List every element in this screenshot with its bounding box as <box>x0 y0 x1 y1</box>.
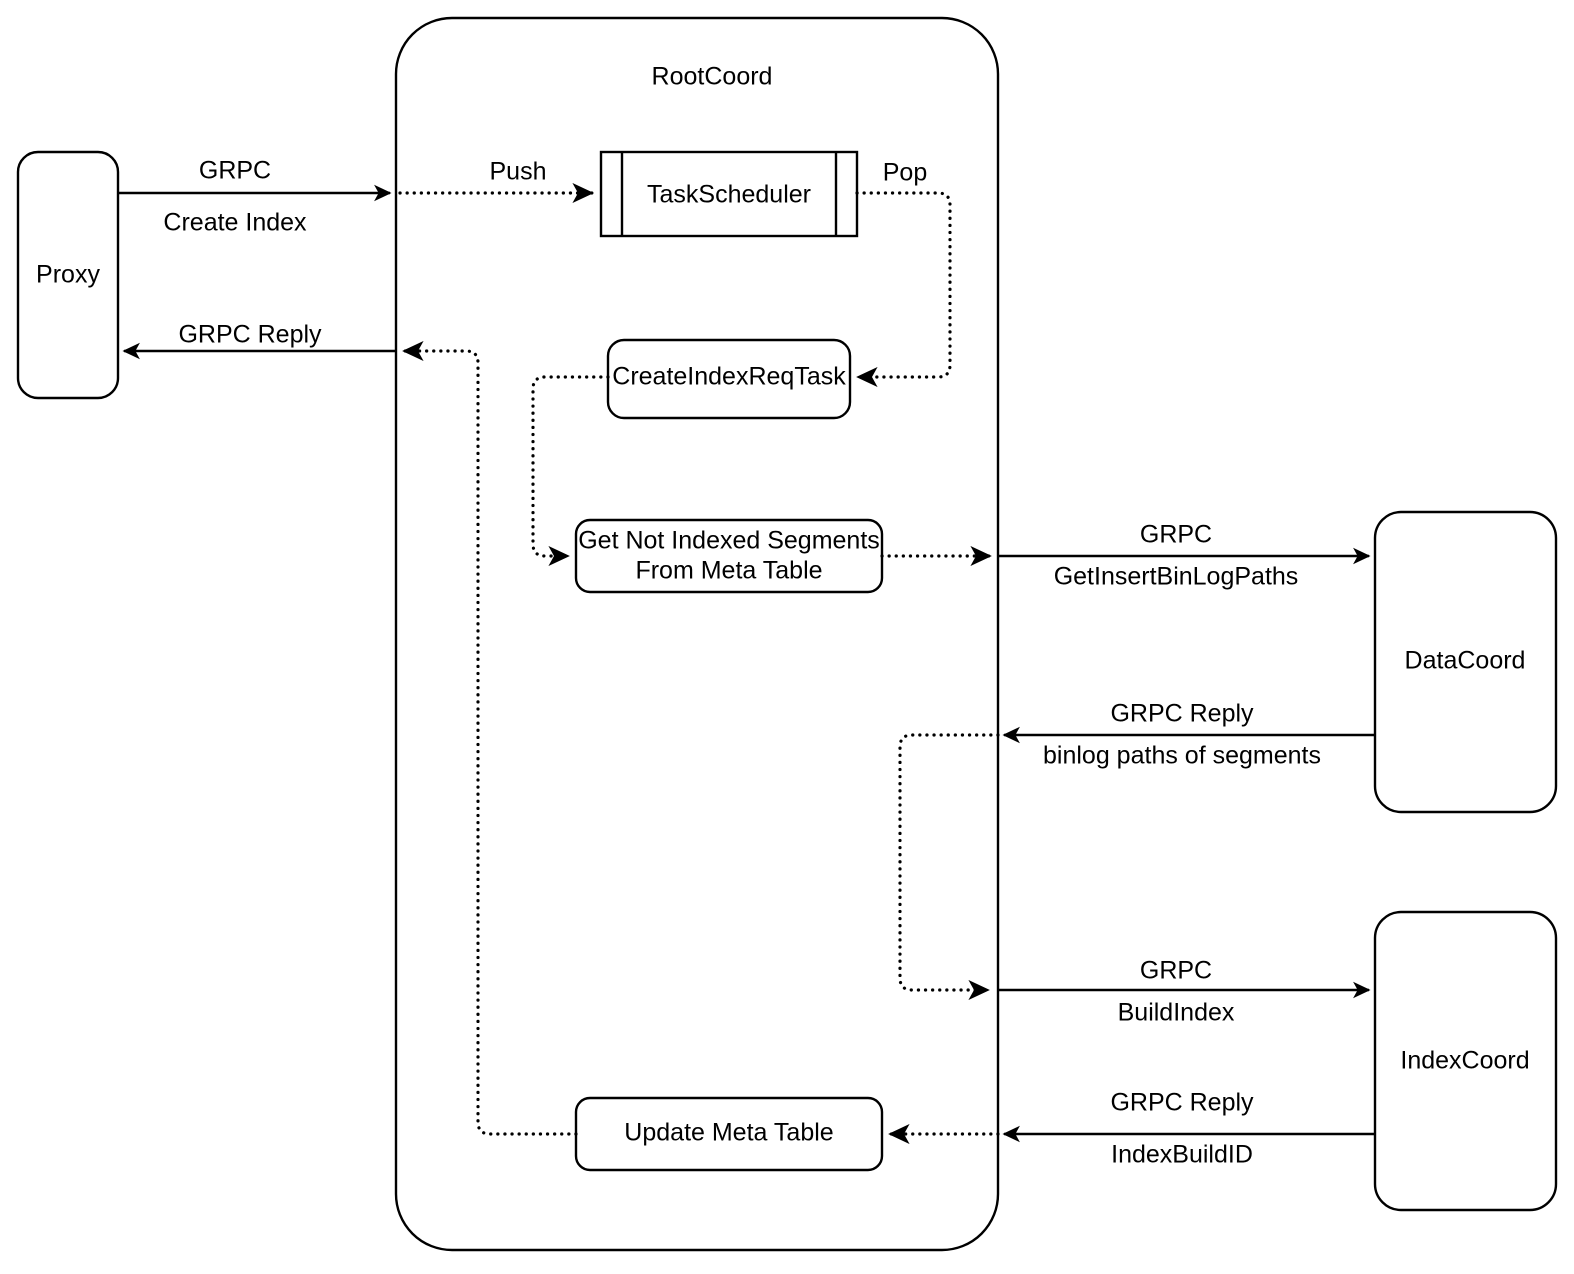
edge-binlog-reply-to-buildindex <box>898 733 1000 1001</box>
node-proxy[interactable]: Proxy <box>16 150 120 400</box>
rootcoord-title: RootCoord <box>652 63 773 91</box>
createindexreqtask-box[interactable] <box>606 338 852 420</box>
edge-updatemetatable-to-grpcreply-line <box>402 340 578 1136</box>
edge-label-grpc-indexcoord: GRPC <box>1140 957 1212 985</box>
node-get-not-indexed-segments[interactable]: Get Not Indexed Segments From Meta Table <box>574 518 884 594</box>
node-datacoord[interactable]: DataCoord <box>1373 510 1558 814</box>
edge-updatemetatable-to-grpcreply <box>402 340 578 1136</box>
indexcoord-label: IndexCoord <box>1400 1047 1529 1075</box>
node-update-meta-table[interactable]: Update Meta Table <box>574 1096 884 1172</box>
container-rootcoord: RootCoord <box>394 16 1000 1252</box>
edge-proxy-to-rootcoord: GRPC Create Index <box>118 157 392 237</box>
edge-label-grpc-reply-proxy: GRPC Reply <box>178 321 322 349</box>
indexcoord-box[interactable] <box>1373 910 1558 1212</box>
update-meta-table-label: Update Meta Table <box>624 1119 833 1147</box>
edge-pop-line <box>855 191 952 388</box>
get-not-indexed-segments-label-line1: Get Not Indexed Segments <box>578 527 880 555</box>
edge-pop-to-createindexreqtask: Pop <box>855 159 952 388</box>
node-createindexreqtask[interactable]: CreateIndexReqTask <box>606 338 852 420</box>
get-not-indexed-segments-label-line2: From Meta Table <box>635 557 822 585</box>
edge-binlog-reply-to-buildindex-line <box>898 733 1000 1001</box>
edge-rootcoord-to-indexcoord: GRPC BuildIndex <box>998 957 1371 1027</box>
edge-rootcoord-to-datacoord: GRPC GetInsertBinLogPaths <box>998 521 1371 591</box>
createindexreqtask-label: CreateIndexReqTask <box>612 363 846 391</box>
edge-label-grpc-reply-datacoord: GRPC Reply <box>1110 700 1254 728</box>
rootcoord-boundary <box>394 16 1000 1252</box>
edge-push-to-taskscheduler: Push <box>398 158 594 204</box>
edge-label-push: Push <box>490 158 547 186</box>
edge-label-grpc-datacoord: GRPC <box>1140 521 1212 549</box>
proxy-label: Proxy <box>36 261 100 289</box>
datacoord-box[interactable] <box>1373 510 1558 814</box>
edge-label-index-build-id: IndexBuildID <box>1111 1141 1253 1169</box>
proxy-box[interactable] <box>16 150 120 400</box>
datacoord-label: DataCoord <box>1405 647 1526 675</box>
edge-label-pop: Pop <box>883 159 927 187</box>
edge-datacoord-to-rootcoord: GRPC Reply binlog paths of segments <box>1002 700 1375 770</box>
edge-label-create-index: Create Index <box>163 209 307 237</box>
edge-label-grpc-create: GRPC <box>199 157 271 185</box>
edge-label-grpc-reply-indexcoord: GRPC Reply <box>1110 1089 1254 1117</box>
node-taskscheduler[interactable]: TaskScheduler <box>599 150 859 238</box>
node-indexcoord[interactable]: IndexCoord <box>1373 910 1558 1212</box>
edge-label-binlog-paths: binlog paths of segments <box>1043 742 1321 770</box>
edge-indexcoord-to-rootcoord: GRPC Reply IndexBuildID <box>1002 1089 1375 1169</box>
edge-label-build-index: BuildIndex <box>1118 999 1235 1027</box>
edge-rootcoord-to-proxy: GRPC Reply <box>122 321 396 360</box>
edge-label-get-insert-binlog-paths: GetInsertBinLogPaths <box>1054 563 1299 591</box>
taskscheduler-label: TaskScheduler <box>647 181 811 209</box>
